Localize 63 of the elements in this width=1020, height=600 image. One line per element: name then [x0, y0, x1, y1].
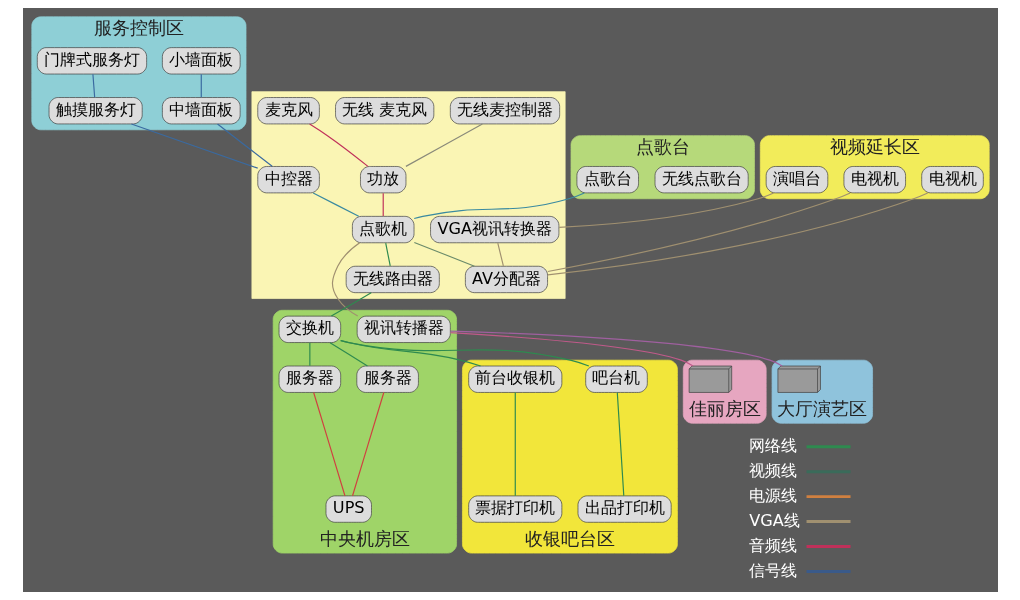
cluster: 大厅演艺区 — [771, 359, 873, 424]
node-box: 前台收银机 — [467, 365, 562, 393]
connector — [329, 342, 368, 367]
node-box: 麦克风 — [256, 97, 320, 125]
connector — [496, 242, 504, 267]
connector — [216, 123, 273, 167]
node-box: AV分配器 — [464, 265, 548, 294]
legend-label: 信号线 — [748, 560, 797, 580]
connector — [384, 242, 391, 267]
node-box: UPS — [325, 495, 372, 523]
node-box: 交换机 — [278, 315, 341, 343]
node-box: 无线麦控制器 — [449, 97, 560, 125]
connector — [339, 340, 589, 367]
node-box: 演唱台 — [765, 166, 828, 194]
node-box: 无线 麦克风 — [334, 97, 434, 125]
node-box: 电视机 — [920, 166, 984, 194]
connector — [382, 192, 384, 217]
node-box: 服务器 — [278, 365, 341, 393]
connector — [404, 123, 483, 167]
connector — [351, 391, 384, 497]
connector — [331, 242, 360, 317]
node-box: 票据打印机 — [467, 495, 562, 523]
node-box: 服务器 — [355, 365, 419, 393]
connector — [330, 292, 372, 317]
connector — [308, 342, 310, 367]
node-box: 点歌台 — [576, 166, 639, 194]
connector — [130, 123, 258, 169]
connector — [616, 391, 624, 497]
node-box: 无线点歌台 — [654, 166, 749, 194]
connector — [200, 73, 202, 98]
node-box: 视讯转播器 — [356, 315, 451, 343]
node-box: 功放 — [359, 166, 406, 194]
legend-label: 音频线 — [748, 535, 797, 555]
connector — [312, 192, 359, 217]
cluster: 佳丽房区 — [682, 359, 767, 424]
connector — [449, 330, 783, 367]
connector — [308, 123, 368, 167]
node-box: VGA视讯转换器 — [429, 216, 559, 244]
connector — [546, 192, 851, 273]
connector — [413, 241, 475, 267]
legend-label: VGA线 — [748, 510, 800, 530]
legend-label: 电源线 — [748, 485, 797, 505]
node-box: 无线路由器 — [345, 265, 440, 294]
connector — [339, 339, 481, 367]
connector — [514, 391, 516, 497]
legend-label: 网络线 — [748, 435, 797, 455]
connector — [546, 192, 928, 276]
cluster — [251, 91, 566, 299]
node-box: 门牌式服务灯 — [36, 47, 147, 75]
node-box: 触摸服务灯 — [48, 97, 143, 125]
legend-label: 视频线 — [748, 460, 797, 480]
node-box: 点歌机 — [351, 216, 414, 244]
node-box: 小墙面板 — [161, 47, 241, 75]
node-box: 吧台机 — [584, 365, 648, 393]
connector — [413, 192, 585, 220]
connector — [449, 332, 694, 367]
connector — [312, 391, 345, 497]
connector — [91, 73, 95, 98]
connector — [558, 192, 774, 228]
node-box: 中控器 — [256, 166, 320, 194]
node-box: 电视机 — [843, 166, 906, 194]
node-box: 出品打印机 — [577, 495, 672, 523]
node-box: 中墙面板 — [161, 97, 241, 125]
